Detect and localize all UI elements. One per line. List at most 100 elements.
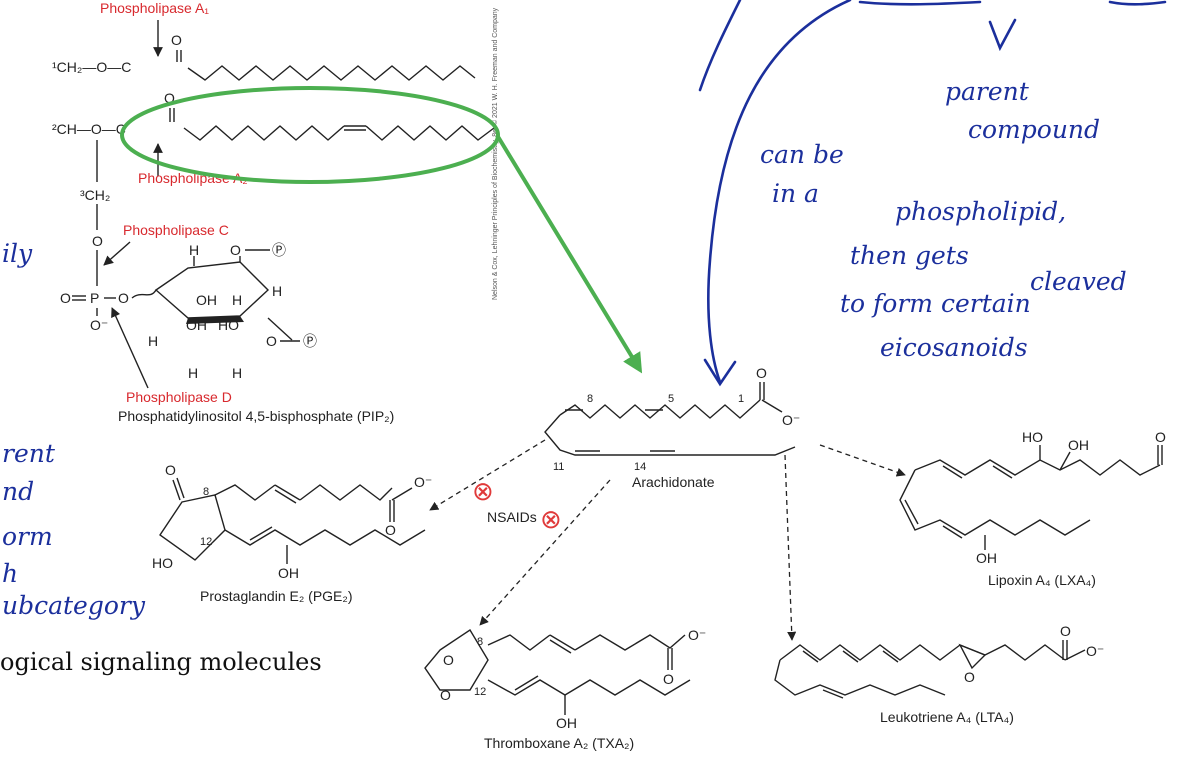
pge2-carbon-8: 8: [203, 486, 209, 498]
pge2-carbon-12: 12: [200, 536, 212, 548]
lta4-o-minus: O⁻: [1086, 643, 1104, 659]
ring-ho: HO: [218, 317, 239, 333]
phospholipase-a2-label: Phospholipase A₂: [138, 170, 248, 186]
txa2-o-ring: O: [440, 687, 451, 703]
phospholipase-c-label: Phospholipase C: [123, 222, 229, 238]
note-line-1: can be: [760, 140, 844, 169]
txa2-o-bridge: O: [443, 652, 454, 668]
txa2-o-minus: O⁻: [688, 627, 706, 643]
carbonyl-o-2: O: [164, 90, 175, 106]
arrow-to-pge2: [429, 439, 546, 511]
note-parent: parent: [945, 77, 1030, 106]
lxa4-oh-bottom: OH: [976, 550, 997, 566]
pge2-o: O: [385, 522, 396, 538]
pge2-oh: OH: [278, 565, 299, 581]
nsaids-label: NSAIDs: [487, 509, 537, 525]
txa2-structure: O O O O⁻ OH 8 12 Thromboxane A₂ (TXA₂): [424, 627, 706, 751]
ring-h-2: H: [232, 292, 242, 308]
pip2-caption: Phosphatidylinositol 4,5-bisphosphate (P…: [118, 408, 394, 424]
note-line-4: then gets: [850, 241, 969, 270]
ring-h-5: H: [188, 365, 198, 381]
note-line-3: phospholipid,: [895, 197, 1066, 226]
glycerol-c3: ³CH₂: [80, 187, 110, 203]
ester-o: O: [92, 233, 103, 249]
carbon-1: 1: [738, 393, 744, 405]
ring-o-5: O: [230, 242, 241, 258]
left-fragment-4: orm: [2, 522, 53, 551]
phospholipase-a1-label: Phospholipase A₁: [100, 0, 209, 16]
inhibitor-icon-1: ⊗: [472, 477, 494, 507]
arachidonate-structure: O O⁻ 8 5 1 11 14 Arachidonate: [544, 365, 800, 490]
highlight-ellipse: [120, 86, 500, 184]
handwritten-notes: parent compound can be in a phospholipid…: [2, 0, 1167, 620]
lta4-label: Leukotriene A₄ (LTA₄): [880, 709, 1014, 725]
lta4-epoxide-o: O: [964, 669, 975, 685]
txa2-oh: OH: [556, 715, 577, 731]
arachidonate-label: Arachidonate: [632, 474, 715, 490]
carbon-14: 14: [634, 461, 646, 473]
left-fragment-5: h: [2, 559, 18, 588]
txa2-o: O: [663, 671, 674, 687]
lxa4-o: O: [1155, 429, 1166, 445]
lxa4-label: Lipoxin A₄ (LXA₄): [988, 572, 1096, 588]
arrow-to-txa2: [479, 479, 611, 626]
txa2-carbon-12: 12: [474, 686, 486, 698]
ink-long-arrow-head: [703, 358, 737, 387]
ring-h-1: H: [189, 242, 199, 258]
arachidonate-carbonyl-o: O: [756, 365, 767, 381]
ring-oh-1: OH: [196, 292, 217, 308]
glycerol-c2: ²CH—O—C: [52, 121, 126, 137]
note-line-6: to form certain: [840, 289, 1031, 318]
ring-o-4: O: [266, 333, 277, 349]
carbon-8: 8: [587, 393, 593, 405]
ink-bracket-top: [858, 0, 1167, 6]
inhibitor-icon-2: ⊗: [540, 505, 562, 535]
pip2-structure: Phospholipase A₁ ¹CH₂—O—C O ²CH—O—C O Ph…: [52, 0, 495, 424]
txa2-label: Thromboxane A₂ (TXA₂): [484, 735, 634, 751]
note-line-7: eicosanoids: [880, 333, 1028, 362]
pge2-ho: HO: [152, 555, 173, 571]
glycerol-c1: ¹CH₂—O—C: [52, 59, 131, 75]
note-line-2: in a: [772, 179, 819, 208]
carbon-11: 11: [553, 461, 564, 473]
note-line-5: cleaved: [1030, 267, 1127, 296]
ink-stroke: [698, 0, 742, 92]
phosphorus: P: [90, 290, 99, 306]
carbon-5: 5: [668, 393, 674, 405]
left-fragment-1: ily: [2, 239, 33, 268]
lta4-o: O: [1060, 623, 1071, 639]
phosphate-o-minus: O⁻: [90, 317, 108, 333]
pge2-o-minus: O⁻: [414, 474, 432, 490]
credit-line: Nelson & Cox, Lehninger Principles of Bi…: [491, 7, 499, 300]
ring-oh-2: OH: [186, 317, 207, 333]
left-fragment-2: rent: [2, 439, 56, 468]
arrow-to-lta4: [784, 454, 797, 641]
carbonyl-o-1: O: [171, 32, 182, 48]
phosphate-o-bridge: O: [118, 290, 129, 306]
pge2-structure: O O O⁻ HO OH 8 12 Prostaglandin E₂ (PGE₂…: [152, 462, 432, 604]
ring-h-3: H: [272, 283, 282, 299]
txa2-carbon-8: 8: [477, 636, 483, 648]
arrow-to-lxa4: [819, 444, 906, 477]
lta4-structure: O O O⁻ Leukotriene A₄ (LTA₄): [774, 623, 1104, 725]
left-body-text: ogical signaling molecules: [0, 648, 322, 676]
left-fragment-6: ubcategory: [2, 591, 146, 620]
lxa4-structure: HO OH O OH Lipoxin A₄ (LXA₄): [899, 429, 1166, 588]
ink-down-arrow: [988, 18, 1017, 52]
highlight-arrow: [495, 133, 643, 374]
note-compound: compound: [968, 115, 1100, 144]
pge2-ketone-o: O: [165, 462, 176, 478]
ring-h-4: H: [148, 333, 158, 349]
left-fragment-3: nd: [2, 477, 34, 506]
ink-long-arrow: [707, 0, 852, 384]
phosphate-circle-top: Ⓟ: [272, 242, 286, 258]
lxa4-oh-top: OH: [1068, 437, 1089, 453]
phosphate-o-double: O: [60, 290, 71, 306]
phospholipase-d-label: Phospholipase D: [126, 389, 232, 405]
ring-h-6: H: [232, 365, 242, 381]
pge2-label: Prostaglandin E₂ (PGE₂): [200, 588, 353, 604]
lxa4-ho: HO: [1022, 429, 1043, 445]
arachidonate-o-minus: O⁻: [782, 412, 800, 428]
phosphate-circle-bottom: Ⓟ: [303, 333, 317, 349]
